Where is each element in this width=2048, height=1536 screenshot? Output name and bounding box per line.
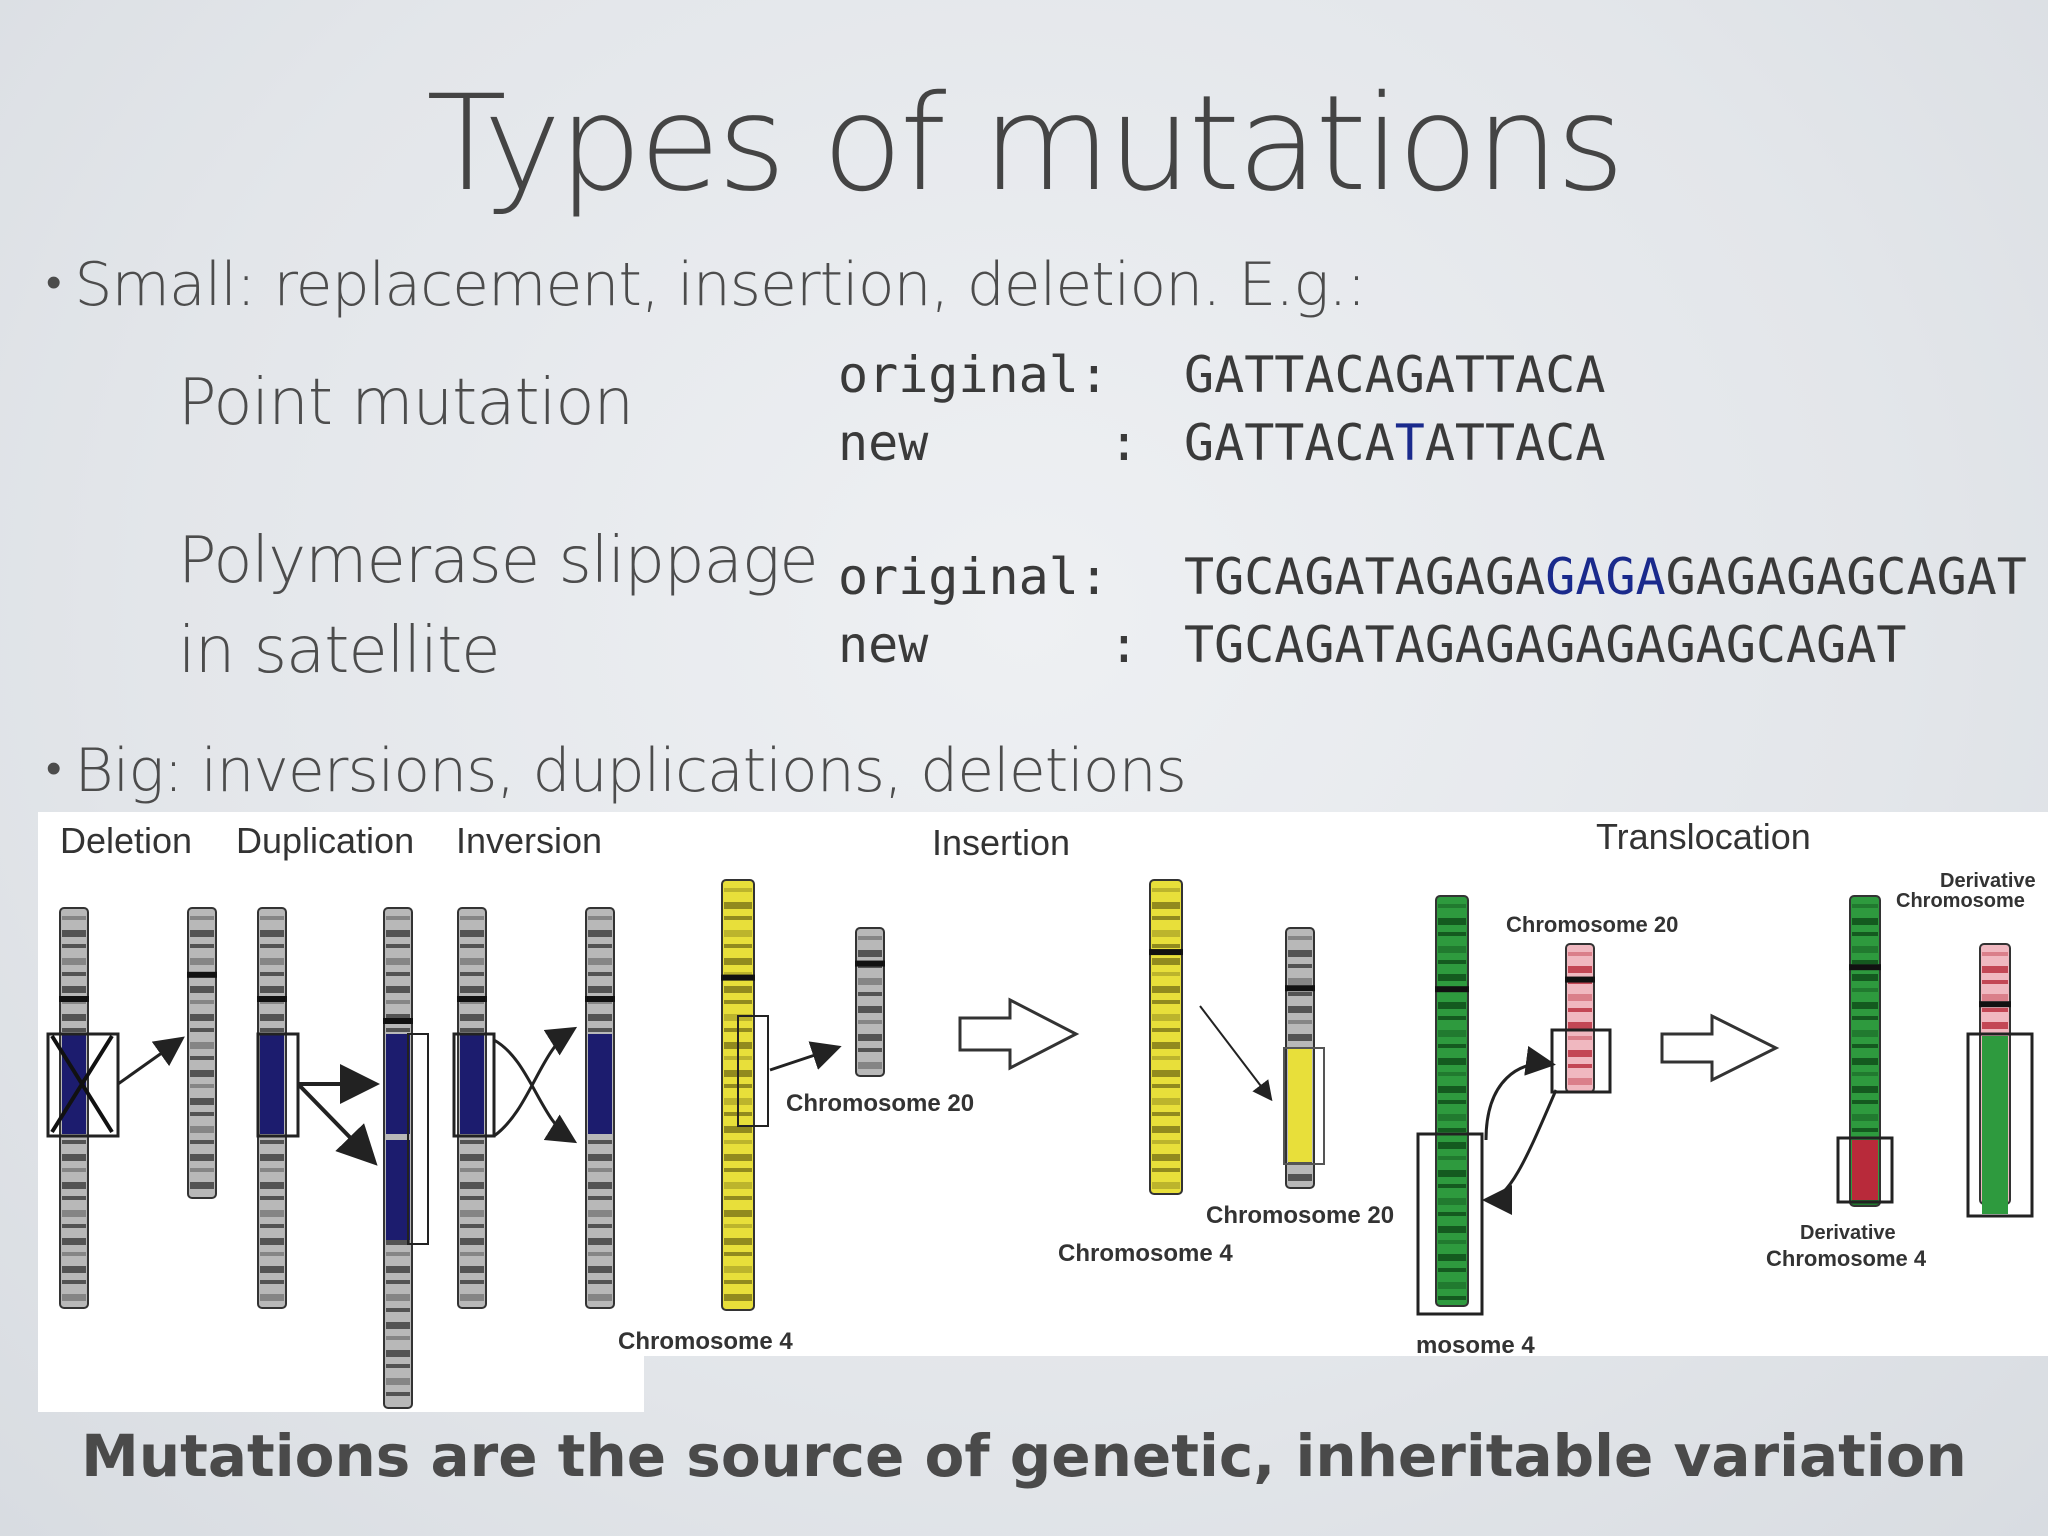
fig-label-translocation: Translocation: [1596, 816, 1811, 857]
fig-label-chr20-translocation: Chromosome 20: [1506, 912, 1679, 937]
point-new-seq: GATTACATATTACA: [1184, 418, 1605, 468]
slippage-label-line1: Polymerase slippage: [178, 524, 819, 598]
conclusion-text: Mutations are the source of genetic, inh…: [81, 1422, 1967, 1490]
slippage-label-line2: in satellite: [178, 614, 501, 688]
fig-label-deletion: Deletion: [60, 820, 193, 861]
fig-label-derivative-chr4-1: Derivative: [1800, 1222, 1896, 1244]
fig-label-inversion: Inversion: [456, 820, 603, 861]
slippage-original-seq-pre: TGCAGATAGAGA: [1184, 548, 1546, 606]
bullet-big: • Big: inversions, duplications, deletion…: [46, 736, 1187, 806]
point-original-key: original:: [838, 346, 1109, 404]
bullet-small: • Small: replacement, insertion, deletion…: [46, 250, 1367, 320]
fig-label-insertion: Insertion: [932, 822, 1071, 863]
point-new-key: new :: [838, 414, 1140, 472]
figure-panel-left: [38, 812, 644, 1412]
bullet-big-text: Big: inversions, duplications, deletions: [74, 736, 1187, 806]
figure-panel-right: [644, 812, 2048, 1356]
slippage-new-seq: TGCAGATAGAGAGAGAGAGCAGAT: [1184, 616, 1907, 674]
point-mutation-label: Point mutation: [178, 366, 634, 440]
slippage-new-key: new :: [838, 616, 1140, 674]
slippage-original-key: original:: [838, 548, 1109, 606]
slide-title: Types of mutations: [426, 67, 1625, 221]
slippage-original-seq: TGCAGATAGAGAGAGAGAGAGAGCAGAT: [1184, 552, 2027, 602]
slippage-original-seq-post: GAGAGAGCAGAT: [1665, 548, 2027, 606]
fig-label-derivative-top-1: Derivative: [1940, 870, 2036, 892]
fig-label-chr4-inserted: Chromosome 4: [1058, 1240, 1233, 1267]
point-new-seq-pre: GATTACA: [1184, 414, 1395, 472]
slippage-original-seq-highlight: GAGA: [1545, 548, 1666, 606]
fig-label-chr4-insertion: Chromosome 4: [618, 1328, 793, 1355]
bullet-dot-icon: •: [46, 743, 61, 794]
point-original-seq: GATTACAGATTACA: [1184, 346, 1606, 404]
fig-label-duplication: Duplication: [236, 820, 415, 861]
fig-label-chr20-insertion: Chromosome 20: [786, 1090, 975, 1117]
fig-label-chr20-inserted: Chromosome 20: [1206, 1202, 1395, 1229]
point-new-seq-post: ATTACA: [1424, 414, 1606, 472]
point-new-seq-highlight: T: [1394, 414, 1425, 472]
fig-label-chr4-translocation: mosome 4: [1416, 1332, 1535, 1359]
bullet-small-text: Small: replacement, insertion, deletion.…: [74, 250, 1366, 320]
fig-label-derivative-chr4-2: Chromosome 4: [1766, 1246, 1927, 1271]
fig-label-derivative-top-2: Chromosome: [1896, 890, 2025, 912]
bullet-dot-icon: •: [46, 257, 61, 308]
